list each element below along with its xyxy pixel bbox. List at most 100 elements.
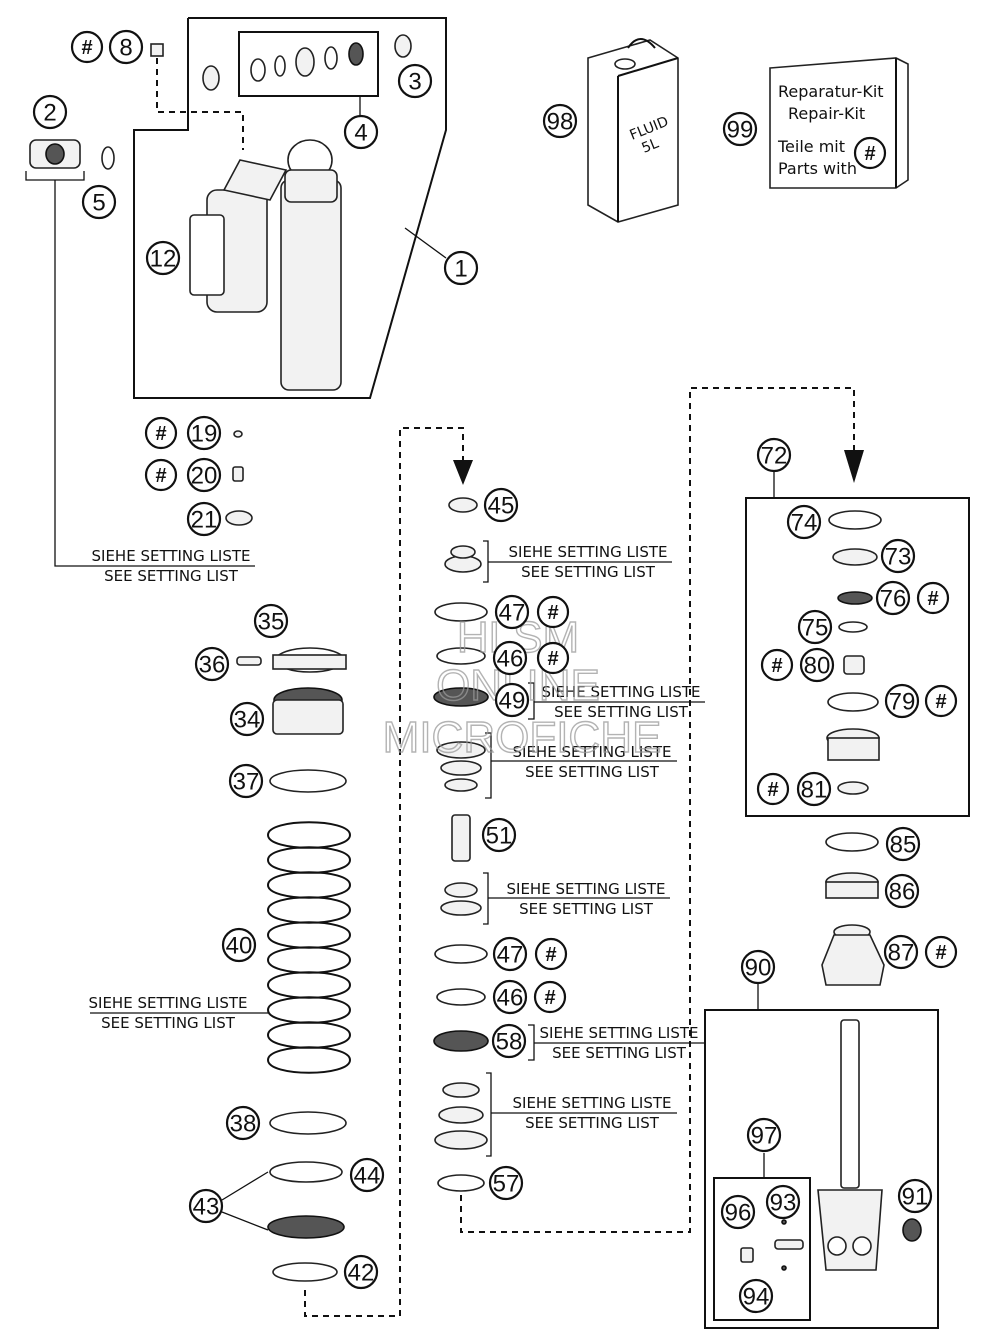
svg-text:49: 49: [499, 688, 526, 715]
hash-marker: #: [144, 458, 178, 492]
callout-4: 4: [343, 114, 379, 150]
callout-12: 12: [145, 240, 181, 276]
callout-75: 75: [797, 609, 833, 645]
repair-kit-line-de: Teile mit: [777, 137, 845, 156]
setting-note-en: SEE SETTING LIST: [521, 563, 656, 581]
svg-text:#: #: [544, 987, 555, 1009]
svg-text:74: 74: [791, 510, 818, 537]
callout-47: 47: [492, 936, 528, 972]
svg-text:8: 8: [119, 35, 132, 62]
svg-text:5: 5: [92, 190, 105, 217]
svg-text:34: 34: [234, 707, 261, 734]
setting-note-de: SIEHE SETTING LISTE: [542, 683, 701, 701]
callout-85: 85: [885, 826, 921, 862]
svg-text:#: #: [771, 655, 782, 677]
svg-text:91: 91: [902, 1184, 929, 1211]
callout-43: 43: [188, 1188, 224, 1224]
callout-44: 44: [349, 1157, 385, 1193]
callout-3: 3: [397, 63, 433, 99]
callout-layer: 1234581219202134353637384042434445464647…: [32, 29, 933, 1314]
svg-text:#: #: [767, 779, 778, 801]
hash-marker: #: [924, 684, 958, 718]
svg-text:#: #: [81, 37, 92, 59]
callout-19: 19: [186, 415, 222, 451]
svg-text:75: 75: [802, 615, 829, 642]
callout-5: 5: [81, 184, 117, 220]
svg-text:58: 58: [496, 1029, 523, 1056]
svg-text:#: #: [864, 143, 875, 165]
hash-marker: #: [756, 772, 790, 806]
svg-text:#: #: [935, 942, 946, 964]
shock-assembly-frame: [133, 17, 447, 399]
callout-73: 73: [880, 538, 916, 574]
fluid-can: FLUID 5L: [587, 38, 679, 223]
svg-text:#: #: [155, 423, 166, 445]
svg-text:47: 47: [497, 942, 524, 969]
svg-text:94: 94: [743, 1284, 770, 1311]
svg-text:42: 42: [348, 1260, 375, 1287]
callout-40: 40: [221, 927, 257, 963]
piston-stack: [433, 387, 864, 1233]
svg-text:47: 47: [499, 600, 526, 627]
svg-text:81: 81: [801, 777, 828, 804]
svg-text:45: 45: [488, 493, 515, 520]
seal-parts-row: [202, 34, 412, 91]
svg-text:20: 20: [191, 463, 218, 490]
svg-text:79: 79: [889, 689, 916, 716]
svg-text:21: 21: [191, 507, 218, 534]
callout-76: 76: [875, 580, 911, 616]
setting-note-de: SIEHE SETTING LISTE: [92, 547, 251, 565]
shock-body: [189, 139, 342, 391]
spring-parts: [90, 427, 473, 1317]
callout-1: 1: [443, 250, 479, 286]
svg-text:3: 3: [408, 69, 421, 96]
callout-94: 94: [738, 1278, 774, 1314]
down-arrow-icon: [453, 460, 473, 485]
callout-36: 36: [194, 646, 230, 682]
callout-80: 80: [799, 647, 835, 683]
setting-note-de: SIEHE SETTING LISTE: [509, 543, 668, 561]
callout-45: 45: [483, 487, 519, 523]
callout-21: 21: [186, 501, 222, 537]
svg-text:36: 36: [199, 652, 226, 679]
callout-35: 35: [253, 603, 289, 639]
callout-87: 87: [883, 934, 919, 970]
callout-98: 98: [542, 103, 578, 139]
svg-text:40: 40: [226, 933, 253, 960]
hash-marker: #: [144, 416, 178, 450]
svg-text:90: 90: [745, 955, 772, 982]
svg-text:51: 51: [486, 823, 513, 850]
repair-kit-hash-symbol: #: [853, 136, 887, 170]
setting-note-en: SEE SETTING LIST: [101, 1014, 236, 1032]
svg-text:1: 1: [454, 256, 467, 283]
svg-text:#: #: [155, 465, 166, 487]
repair-kit-line-en: Parts with: [778, 159, 857, 178]
fluid-volume: 5L: [640, 136, 662, 157]
callout-20: 20: [186, 457, 222, 493]
callout-2: 2: [32, 94, 68, 130]
callout-74: 74: [786, 504, 822, 540]
hash-marker: #: [534, 937, 568, 971]
setting-note-en: SEE SETTING LIST: [519, 900, 654, 918]
svg-text:97: 97: [751, 1123, 778, 1150]
callout-91: 91: [897, 1178, 933, 1214]
callout-93: 93: [765, 1184, 801, 1220]
svg-text:87: 87: [888, 940, 915, 967]
svg-text:#: #: [927, 588, 938, 610]
svg-text:98: 98: [547, 109, 574, 136]
hash-marker: #: [536, 641, 570, 675]
callout-42: 42: [343, 1254, 379, 1290]
svg-text:99: 99: [727, 117, 754, 144]
setting-note-de: SIEHE SETTING LISTE: [507, 880, 666, 898]
svg-text:46: 46: [497, 985, 524, 1012]
svg-text:80: 80: [804, 653, 831, 680]
setting-notes: SIEHE SETTING LISTE SEE SETTING LIST SIE…: [89, 543, 701, 1132]
small-parts-19-21: [225, 430, 253, 526]
svg-text:76: 76: [880, 586, 907, 613]
svg-text:MICROFICHE: MICROFICHE: [383, 713, 662, 762]
repair-kit-box: Reparatur-Kit Repair-Kit Teile mit Parts…: [769, 57, 909, 189]
svg-text:38: 38: [230, 1111, 257, 1138]
repair-kit-title-de: Reparatur-Kit: [778, 82, 884, 101]
svg-text:19: 19: [191, 421, 218, 448]
